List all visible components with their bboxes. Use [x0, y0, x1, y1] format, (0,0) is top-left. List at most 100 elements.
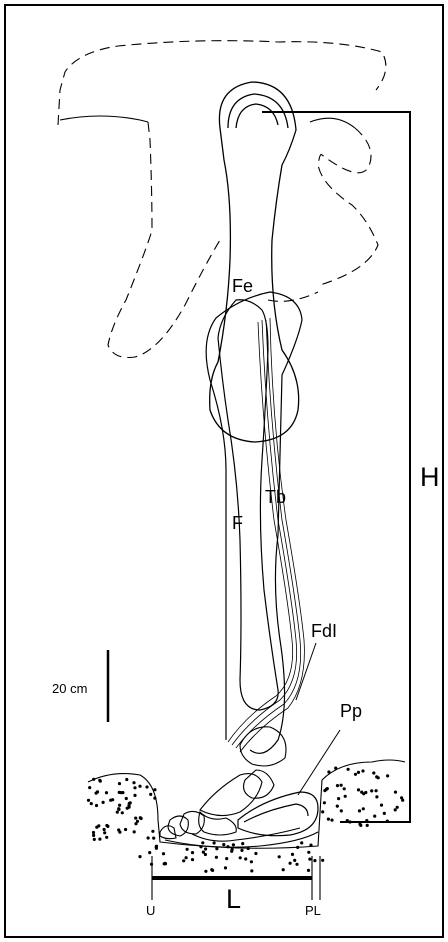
sediment-dot	[307, 851, 310, 854]
sediment-dot	[92, 831, 95, 834]
sediment-dot	[88, 786, 91, 789]
sediment-dot	[308, 858, 311, 861]
pelvis-stubs	[60, 116, 355, 128]
sediment-dot	[116, 811, 119, 814]
sediment-dot	[375, 789, 378, 792]
sediment-dot	[215, 847, 218, 850]
sediment-dot	[278, 855, 281, 858]
sediment-dot	[147, 836, 150, 839]
sediment-dot	[134, 817, 137, 820]
sediment-dot	[186, 848, 189, 851]
sediment-dot	[232, 843, 235, 846]
sediment-dot	[164, 862, 167, 865]
label-pad: Pp	[340, 701, 362, 721]
sediment-dot	[98, 838, 101, 841]
sediment-dot	[337, 797, 340, 800]
sediment-dot	[153, 797, 156, 800]
sediment-dot	[133, 830, 136, 833]
sediment-dot	[296, 846, 299, 849]
sediment-dot	[185, 856, 188, 859]
sediment-dot	[92, 778, 95, 781]
sediment-dot	[240, 849, 243, 852]
sediment-dot	[394, 808, 397, 811]
sediment-dot	[380, 804, 383, 807]
sediment-dot	[191, 858, 194, 861]
sediment-dot	[386, 774, 389, 777]
sediment-dot	[93, 838, 96, 841]
label-right-mark: PL	[305, 903, 321, 918]
sediment-dot	[336, 784, 339, 787]
sediment-dot	[357, 771, 360, 774]
sediment-dots	[87, 767, 404, 873]
label-left-mark: U	[146, 903, 155, 918]
sediment-dot	[282, 868, 285, 871]
label-tendon: FdI	[311, 621, 337, 641]
sediment-dot	[300, 841, 303, 844]
sediment-dot	[359, 824, 362, 827]
sediment-dot	[148, 851, 151, 854]
sediment-dot	[247, 847, 250, 850]
sediment-dot	[204, 870, 207, 873]
sediment-dot	[323, 789, 326, 792]
sediment-dot	[118, 782, 121, 785]
sediment-dot	[377, 776, 380, 779]
label-height: H	[420, 462, 440, 492]
label-length: L	[226, 884, 241, 914]
sediment-dot	[313, 859, 316, 862]
sediment-dot	[222, 843, 225, 846]
sediment-dot	[321, 859, 324, 862]
sediment-dot	[336, 805, 339, 808]
sediment-dot	[133, 786, 136, 789]
sediment-dot	[133, 794, 136, 797]
sediment-dot	[289, 862, 292, 865]
sediment-dot	[224, 866, 227, 869]
sediment-dot	[244, 857, 247, 860]
sediment-dot	[105, 824, 108, 827]
sediment-dot	[230, 850, 233, 853]
sediment-dot	[125, 797, 128, 800]
sediment-dot	[96, 790, 99, 793]
sediment-dot	[128, 806, 131, 809]
sediment-dot	[95, 826, 98, 829]
sediment-dot	[132, 781, 135, 784]
sediment-dot	[117, 807, 120, 810]
sediment-dot	[361, 769, 364, 772]
plantar-pad	[238, 792, 318, 836]
sediment-dot	[250, 860, 253, 863]
sediment-dot	[152, 837, 155, 840]
sediment-dot	[358, 809, 361, 812]
sediment-dot	[139, 816, 142, 819]
sediment-dot	[309, 844, 312, 847]
label-fibula: F	[232, 513, 243, 533]
sediment-dot	[373, 815, 376, 818]
sediment-dot	[202, 851, 205, 854]
sediment-dot	[199, 845, 202, 848]
sediment-dot	[87, 799, 90, 802]
sediment-dot	[162, 852, 165, 855]
sediment-dot	[119, 791, 122, 794]
sediment-dot	[293, 859, 296, 862]
sediment-dot	[118, 804, 121, 807]
sediment-dot	[95, 804, 98, 807]
sediment-dot	[155, 845, 158, 848]
sediment-dot	[239, 856, 242, 859]
sediment-dot	[372, 771, 375, 774]
height-bracket	[262, 112, 410, 822]
sediment-dot	[334, 767, 337, 770]
sediment-dot	[226, 845, 229, 848]
sediment-dot	[98, 779, 101, 782]
sediment-dot	[225, 857, 228, 860]
pelvis-outline	[58, 41, 386, 358]
sediment-dot	[321, 810, 324, 813]
sediment-dot	[347, 768, 350, 771]
sediment-dot	[213, 841, 216, 844]
sediment-dot	[138, 855, 141, 858]
sediment-dot	[307, 869, 310, 872]
scale-bar-label: 20 cm	[52, 681, 87, 696]
sediment-dot	[354, 773, 357, 776]
sediment-dot	[201, 841, 204, 844]
sediment-dot	[210, 868, 213, 871]
sediment-dot	[102, 801, 105, 804]
sediment-dot	[151, 830, 154, 833]
